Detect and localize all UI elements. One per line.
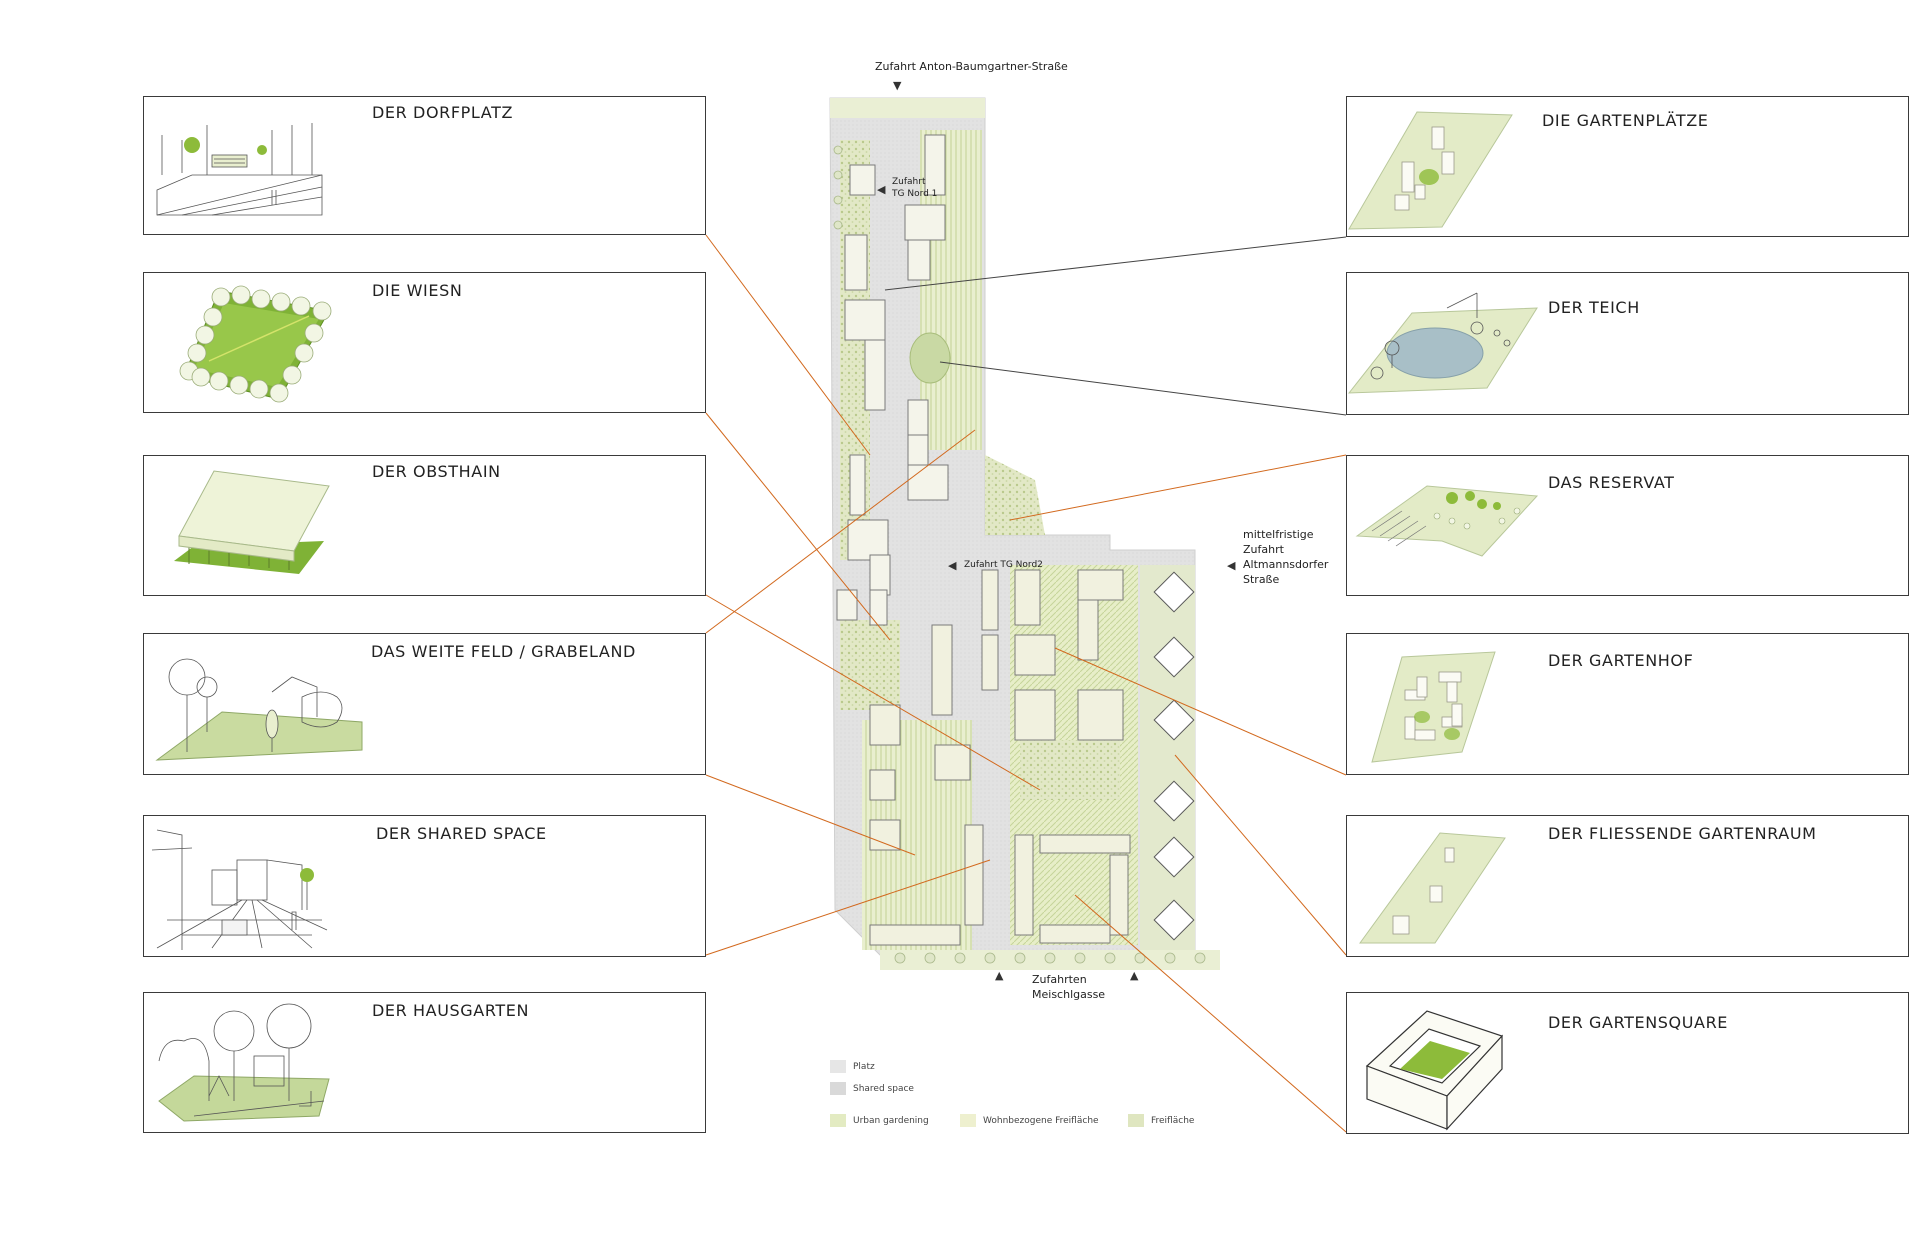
south-access-label-2: Meischlgasse — [1032, 988, 1106, 1001]
panel-hausgarten: DER HAUSGARTEN — [143, 992, 706, 1133]
legend-swatch-platz — [830, 1060, 846, 1073]
sketch-open-field-icon — [155, 658, 363, 761]
sketch-village-square-icon — [156, 123, 323, 216]
panel-title: DER DORFPLATZ — [372, 103, 514, 122]
panel-title: DER SHARED SPACE — [376, 824, 547, 843]
panel-reservat: DAS RESERVAT — [1346, 455, 1909, 596]
legend-swatch-wohnbezogene — [960, 1114, 976, 1127]
panel-obsthain: DER OBSTHAIN — [143, 455, 706, 596]
pond-axonometric-icon — [1347, 292, 1538, 394]
legend-label-freiflaeche: Freifläche — [1151, 1116, 1195, 1126]
tg-nord1-label-1: Zufahrt — [892, 177, 926, 187]
sketch-shared-street-icon — [152, 829, 328, 950]
flowing-garden-axonometric-icon — [1359, 832, 1506, 944]
panel-title: DER TEICH — [1548, 298, 1640, 317]
panel-title: DER GARTENSQUARE — [1548, 1013, 1729, 1032]
panel-title: DAS RESERVAT — [1548, 473, 1675, 492]
tg-nord2-arrow-icon: ◀ — [948, 559, 957, 572]
south-access-arrow-2-icon: ▲ — [1130, 969, 1139, 982]
panel-title: DER HAUSGARTEN — [372, 1001, 530, 1020]
pond — [909, 332, 951, 384]
east-access-label-1: mittelfristige — [1243, 528, 1314, 541]
panel-gartensquare: DER GARTENSQUARE — [1346, 992, 1909, 1134]
top-access-label: Zufahrt Anton-Baumgartner-Straße — [875, 60, 1068, 73]
courtyard-garden-axonometric-icon — [1371, 651, 1496, 763]
south-access-label-1: Zufahrten — [1032, 973, 1087, 986]
legend-label-platz: Platz — [853, 1062, 875, 1072]
reservat-area — [985, 455, 1045, 535]
panel-gartenplaetze: DIE GARTENPLÄTZE — [1346, 96, 1909, 237]
panel-title: DER OBSTHAIN — [372, 462, 501, 481]
tg-nord1-arrow-icon: ◀ — [877, 183, 886, 196]
panel-dorfplatz: DER DORFPLATZ — [143, 96, 706, 235]
panel-shared-space: DER SHARED SPACE — [143, 815, 706, 957]
legend-swatch-shared-space — [830, 1082, 846, 1095]
reserve-axonometric-icon — [1355, 485, 1539, 557]
sketch-house-garden-icon — [158, 1003, 330, 1122]
tg-nord1-label-2: TG Nord 1 — [892, 189, 938, 199]
south-access-arrow-1-icon: ▲ — [995, 969, 1004, 982]
legend-label-shared-space: Shared space — [853, 1084, 914, 1094]
legend-label-wohnbezogene: Wohnbezogene Freifläche — [983, 1116, 1099, 1126]
garden-plazas-axonometric-icon — [1348, 111, 1513, 230]
panel-weites-feld: DAS WEITE FELD / GRABELAND — [143, 633, 706, 775]
panel-fliessender-gartenraum: DER FLIESSENDE GARTENRAUM — [1346, 815, 1909, 957]
garden-square-axonometric-icon — [1365, 1010, 1504, 1131]
orchard-block-icon — [174, 470, 330, 574]
panel-title: DER GARTENHOF — [1548, 651, 1694, 670]
east-access-arrow-icon: ◀ — [1227, 559, 1236, 572]
panel-gartenhof: DER GARTENHOF — [1346, 633, 1909, 775]
panel-title: DIE GARTENPLÄTZE — [1542, 111, 1709, 130]
legend-swatch-freiflaeche — [1128, 1114, 1144, 1127]
meadow-with-tree-border-icon — [179, 285, 332, 403]
legend-label-urban-gardening: Urban gardening — [853, 1116, 929, 1126]
top-access-arrow-icon: ▼ — [893, 79, 902, 92]
panel-teich: DER TEICH — [1346, 272, 1909, 415]
east-access-label-3: Altmannsdorfer — [1243, 558, 1329, 571]
panel-wiesn: DIE WIESN — [143, 272, 706, 413]
east-access-label-4: Straße — [1243, 573, 1280, 586]
panel-title: DAS WEITE FELD / GRABELAND — [371, 642, 636, 661]
panel-title: DIE WIESN — [372, 281, 463, 300]
legend-swatch-urban-gardening — [830, 1114, 846, 1127]
tg-nord2-label: Zufahrt TG Nord2 — [964, 560, 1043, 570]
panel-title: DER FLIESSENDE GARTENRAUM — [1548, 824, 1817, 843]
east-access-label-2: Zufahrt — [1243, 543, 1284, 556]
